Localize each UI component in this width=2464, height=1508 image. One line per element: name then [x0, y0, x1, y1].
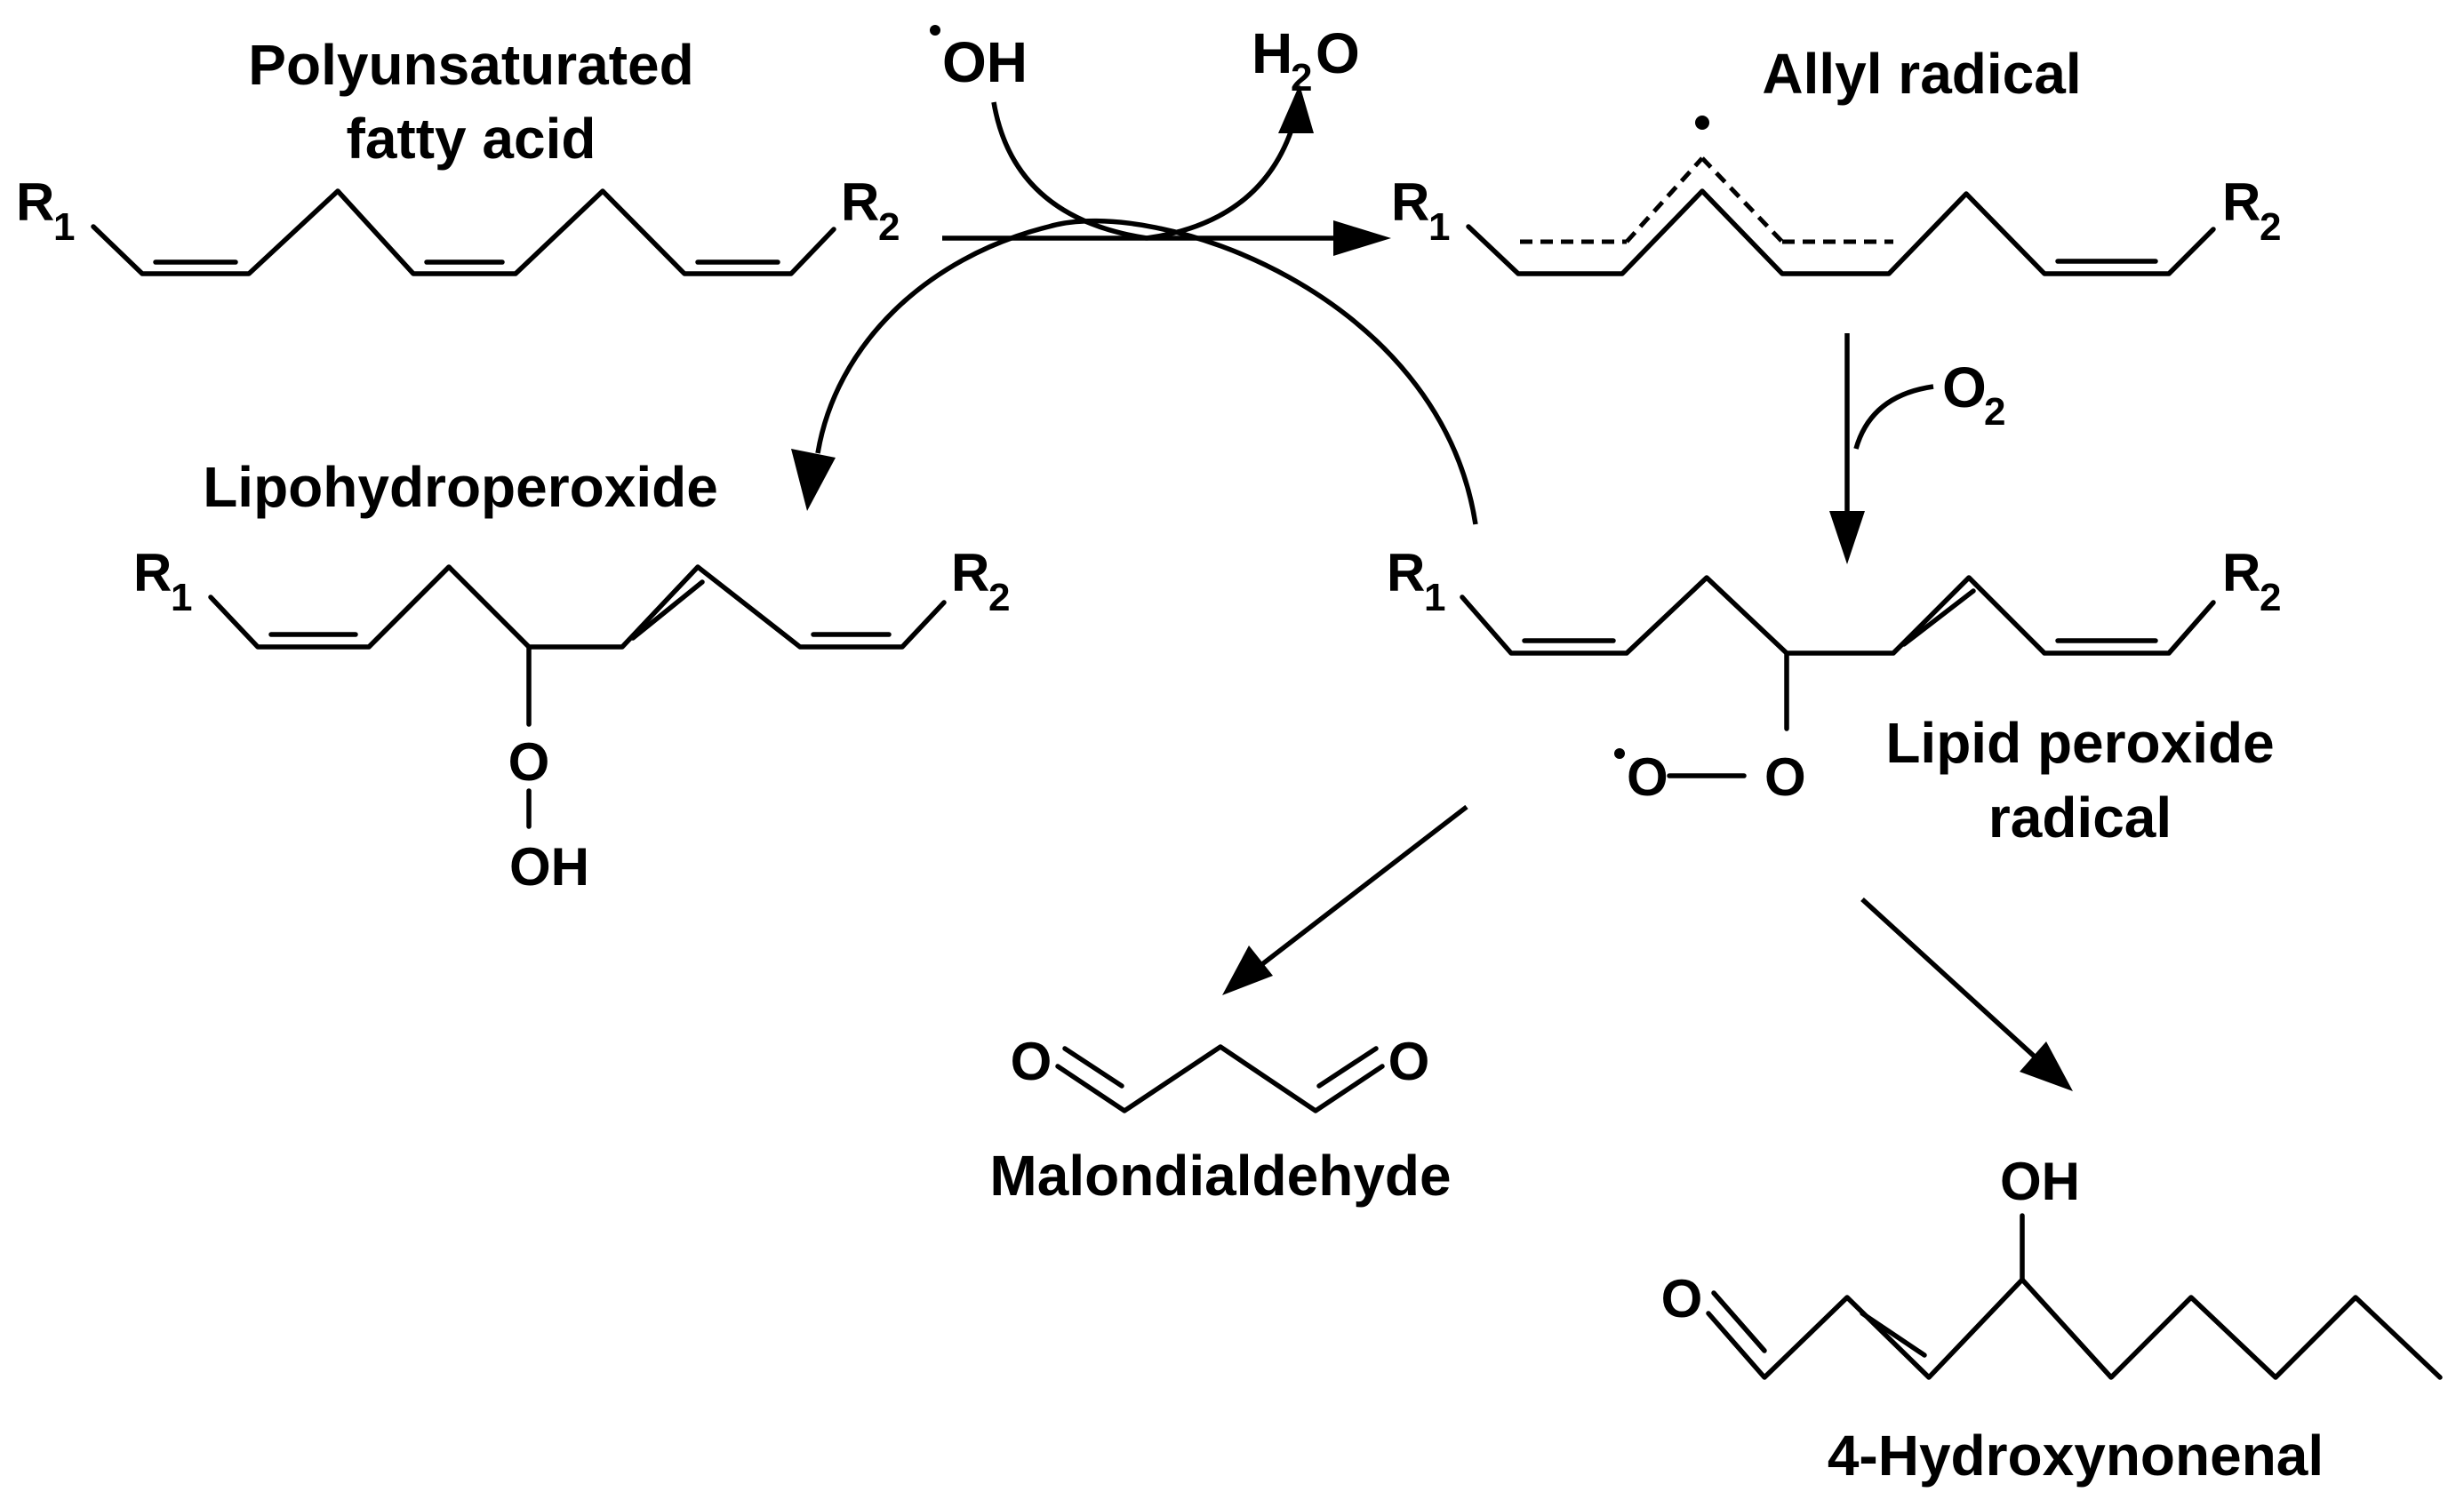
hne-chain: [1706, 1277, 2443, 1380]
peroxide-radical-chain: [1460, 575, 2216, 656]
lipohydroperoxide-r1: R: [133, 543, 172, 602]
lipohydroperoxide-double-bond-2: [630, 579, 705, 641]
to-malondialdehyde-arrow: [1260, 804, 1468, 967]
peroxide-radical-r2-group: R 2: [2222, 543, 2281, 619]
allyl-chain: [1466, 188, 2216, 276]
allyl-r1: R: [1391, 172, 1429, 232]
to-malondialdehyde-arrowhead: [1222, 945, 1273, 995]
propagation-curve: [815, 218, 1478, 525]
peroxide-radical-o2: O: [1764, 747, 1806, 807]
malondialdehyde-chain: [1055, 1044, 1385, 1113]
allyl-r2-group: R 2: [2222, 172, 2281, 249]
oxygen-sub: 2: [1984, 390, 2005, 434]
allyl-label: Allyl radical: [1762, 42, 2081, 106]
allyl-delocal-left-rise: [1625, 156, 1704, 243]
hydroxyl-in-curve: [991, 101, 1148, 241]
to-hne-arrow: [1860, 897, 2037, 1060]
oxygen-label: O 2: [1942, 355, 2005, 434]
malondialdehyde-label: Malondialdehyde: [989, 1144, 1451, 1208]
water-out-arrowhead: [1278, 84, 1314, 133]
pufa-r1-group: R 1: [16, 172, 75, 249]
to-hne-arrowhead: [2020, 1041, 2073, 1091]
peroxide-radical-r1-group: R 1: [1387, 543, 1445, 619]
pufa-label-line1: Polyunsaturated: [248, 33, 693, 97]
peroxide-radical-r1: R: [1387, 543, 1425, 602]
hne-double-bond: [1860, 1311, 1927, 1358]
hne-oh: OH: [2000, 1152, 2080, 1211]
pufa-r2-group: R 2: [841, 172, 900, 249]
lipohydroperoxide-o: O: [508, 732, 550, 792]
pufa-r1-sub: 1: [53, 205, 75, 249]
hydroxyl-radical-label: OH: [942, 30, 1028, 94]
hne-carbonyl: [1711, 1290, 1767, 1353]
peroxide-radical-label-line2: radical: [1988, 786, 2172, 850]
malondialdehyde-carbonyl-1: [1062, 1046, 1124, 1089]
pufa-r1: R: [16, 172, 54, 232]
peroxide-radical-double-bond-2: [1901, 588, 1976, 647]
allyl-r2-sub: 2: [2260, 205, 2281, 249]
lipohydroperoxide-r2-sub: 2: [988, 576, 1010, 619]
oxygen-o: O: [1942, 355, 1987, 419]
lipohydroperoxide-r2: R: [951, 543, 989, 602]
water-h: H: [1252, 21, 1292, 85]
hydroxyl-radical-dot: [930, 25, 940, 36]
pufa-r2-sub: 2: [878, 205, 900, 249]
malondialdehyde-o1: O: [1011, 1032, 1052, 1091]
lipohydroperoxide-r1-sub: 1: [171, 576, 192, 619]
water-out-curve: [1146, 124, 1296, 241]
pufa-label-line2: fatty acid: [347, 107, 596, 171]
oxygen-in-curve: [1853, 384, 1934, 450]
pufa-chain: [91, 188, 836, 276]
lipohydroperoxide-r2-group: R 2: [951, 543, 1010, 619]
peroxide-radical-dot: [1614, 748, 1625, 759]
malondialdehyde-carbonyl-2: [1316, 1046, 1379, 1089]
allyl-r1-sub: 1: [1428, 205, 1450, 249]
lipohydroperoxide-label: Lipohydroperoxide: [203, 455, 718, 519]
water-o: O: [1316, 21, 1360, 85]
lipohydroperoxide-oh: OH: [509, 837, 589, 897]
allyl-r2: R: [2222, 172, 2260, 232]
peroxide-radical-r2: R: [2222, 543, 2260, 602]
pufa-r2: R: [841, 172, 879, 232]
hne-o: O: [1661, 1269, 1703, 1328]
oxygen-arrowhead: [1829, 511, 1865, 564]
main-reaction-arrowhead: [1333, 220, 1391, 256]
peroxide-radical-r1-sub: 1: [1424, 576, 1445, 619]
allyl-radical-dot: [1695, 116, 1709, 130]
lipohydroperoxide-r1-group: R 1: [133, 543, 192, 619]
malondialdehyde-o2: O: [1388, 1032, 1430, 1091]
water-label: H 2 O: [1252, 21, 1360, 100]
lipohydroperoxide-chain: [208, 564, 947, 650]
peroxide-radical-o1: O: [1627, 747, 1668, 807]
allyl-r1-group: R 1: [1391, 172, 1450, 249]
hne-label: 4-Hydroxynonenal: [1828, 1424, 2324, 1488]
peroxide-radical-r2-sub: 2: [2260, 576, 2281, 619]
propagation-arrowhead: [791, 449, 836, 511]
peroxide-radical-label-line1: Lipid peroxide: [1885, 711, 2274, 775]
